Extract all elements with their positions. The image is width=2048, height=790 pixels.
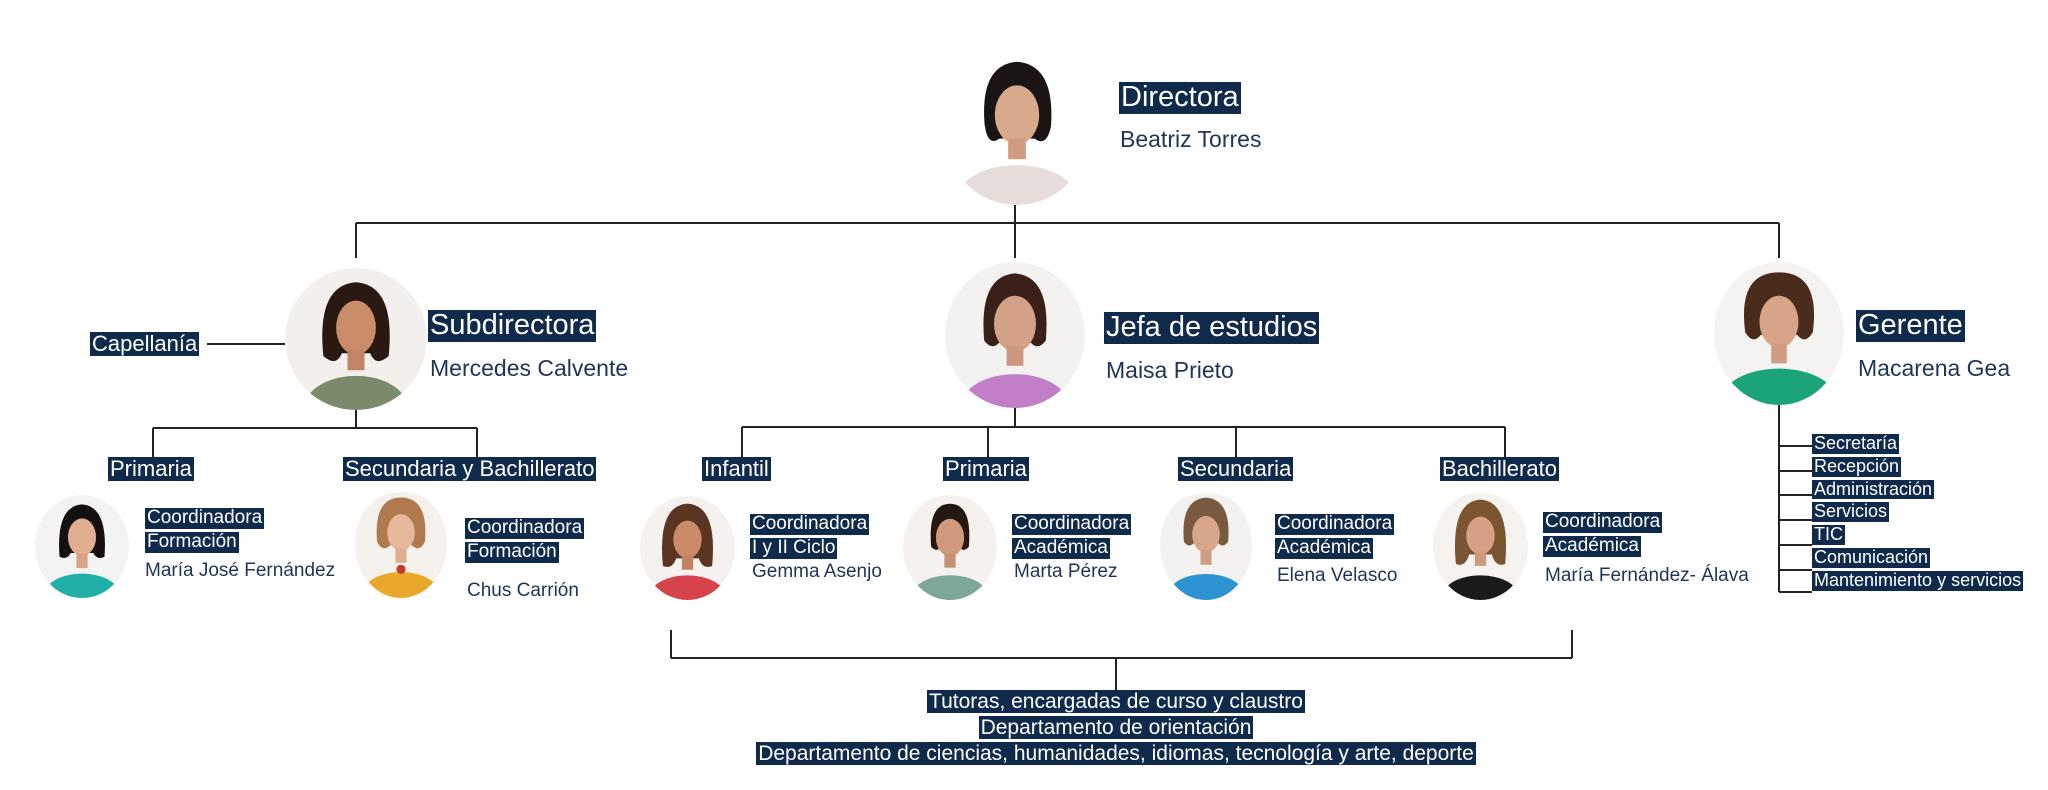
primaria-section: Primaria bbox=[943, 456, 1029, 482]
infantil-coordinator-name: Gemma Asenjo bbox=[752, 561, 882, 582]
service-item: Comunicación bbox=[1812, 546, 1931, 568]
deputy-secundaria-section: Secundaria y Bachillerato bbox=[343, 456, 597, 482]
deputy-name: Mercedes Calvente bbox=[430, 355, 629, 381]
service-item: Administración bbox=[1812, 478, 1935, 500]
studies-head-name: Maisa Prieto bbox=[1106, 357, 1234, 383]
primaria-coordinator-avatar bbox=[903, 494, 997, 600]
manager-avatar bbox=[1714, 262, 1844, 405]
infantil-section: Infantil bbox=[702, 456, 771, 482]
role-line: Académica bbox=[1543, 534, 1641, 557]
studies-head-role-label: Jefa de estudios bbox=[1104, 311, 1320, 344]
primaria-formation-role: Coordinadora Formación bbox=[145, 507, 265, 556]
primaria-coordinator-name: Marta Pérez bbox=[1014, 561, 1118, 582]
director-avatar bbox=[943, 50, 1091, 205]
role-line: Formación bbox=[145, 530, 239, 553]
role-line: Coordinadora bbox=[145, 507, 265, 529]
deputy-primaria-section: Primaria bbox=[108, 456, 194, 482]
director-name: Beatriz Torres bbox=[1120, 126, 1262, 152]
bachillerato-coordinator-avatar bbox=[1433, 492, 1528, 600]
role-line: I y II Ciclo bbox=[750, 536, 838, 559]
service-item: TIC bbox=[1812, 524, 1845, 545]
bottom-group-item: Departamento de ciencias, humanidades, i… bbox=[756, 742, 1476, 766]
primaria-coordinator-role: Coordinadora Académica bbox=[1012, 513, 1132, 562]
primaria-formation-name: María José Fernández bbox=[145, 560, 336, 581]
service-item: Mantenimiento y servicios bbox=[1812, 569, 2024, 591]
infantil-coordinator-avatar bbox=[640, 496, 735, 600]
chaplaincy-label: Capellanía bbox=[90, 331, 200, 357]
bottom-group-item: Departamento de orientación bbox=[978, 716, 1254, 740]
bachillerato-section: Bachillerato bbox=[1440, 456, 1559, 482]
bachillerato-coordinator-name: María Fernández- Álava bbox=[1545, 565, 1749, 586]
secundaria-section: Secundaria bbox=[1178, 456, 1294, 482]
role-line: Académica bbox=[1012, 536, 1110, 559]
primaria-formation-avatar bbox=[35, 495, 129, 598]
deputy-avatar bbox=[285, 268, 427, 410]
service-item: Servicios bbox=[1812, 501, 1890, 523]
secundaria-coordinator-role: Coordinadora Académica bbox=[1275, 513, 1395, 562]
secundaria-coordinator-avatar bbox=[1160, 490, 1252, 600]
role-line: Coordinadora bbox=[465, 517, 585, 539]
secundaria-formation-avatar bbox=[355, 490, 447, 598]
bottom-group-item: Tutoras, encargadas de curso y claustro bbox=[927, 690, 1305, 714]
bachillerato-coordinator-role: Coordinadora Académica bbox=[1543, 511, 1663, 560]
role-line: Coordinadora bbox=[750, 513, 870, 535]
manager-services-list: Secretaría Recepción Administración Serv… bbox=[1812, 433, 2024, 594]
secundaria-formation-name: Chus Carrión bbox=[467, 580, 579, 601]
manager-name: Macarena Gea bbox=[1858, 355, 2011, 381]
role-line: Coordinadora bbox=[1012, 513, 1132, 535]
deputy-role-label: Subdirectora bbox=[428, 309, 597, 342]
secundaria-formation-role: Coordinadora Formación bbox=[465, 517, 585, 566]
role-line: Coordinadora bbox=[1275, 513, 1395, 535]
infantil-coordinator-role: Coordinadora I y II Ciclo bbox=[750, 513, 870, 562]
director-role-label: Directora bbox=[1119, 81, 1241, 114]
role-line: Académica bbox=[1275, 536, 1373, 559]
studies-head-avatar bbox=[945, 262, 1085, 408]
secundaria-coordinator-name: Elena Velasco bbox=[1277, 565, 1398, 586]
bottom-groups: Tutoras, encargadas de curso y claustro … bbox=[616, 690, 1616, 768]
role-line: Coordinadora bbox=[1543, 511, 1663, 533]
role-line: Formación bbox=[465, 540, 559, 563]
service-item: Secretaría bbox=[1812, 433, 1900, 454]
manager-role-label: Gerente bbox=[1856, 309, 1965, 342]
service-item: Recepción bbox=[1812, 455, 1902, 477]
